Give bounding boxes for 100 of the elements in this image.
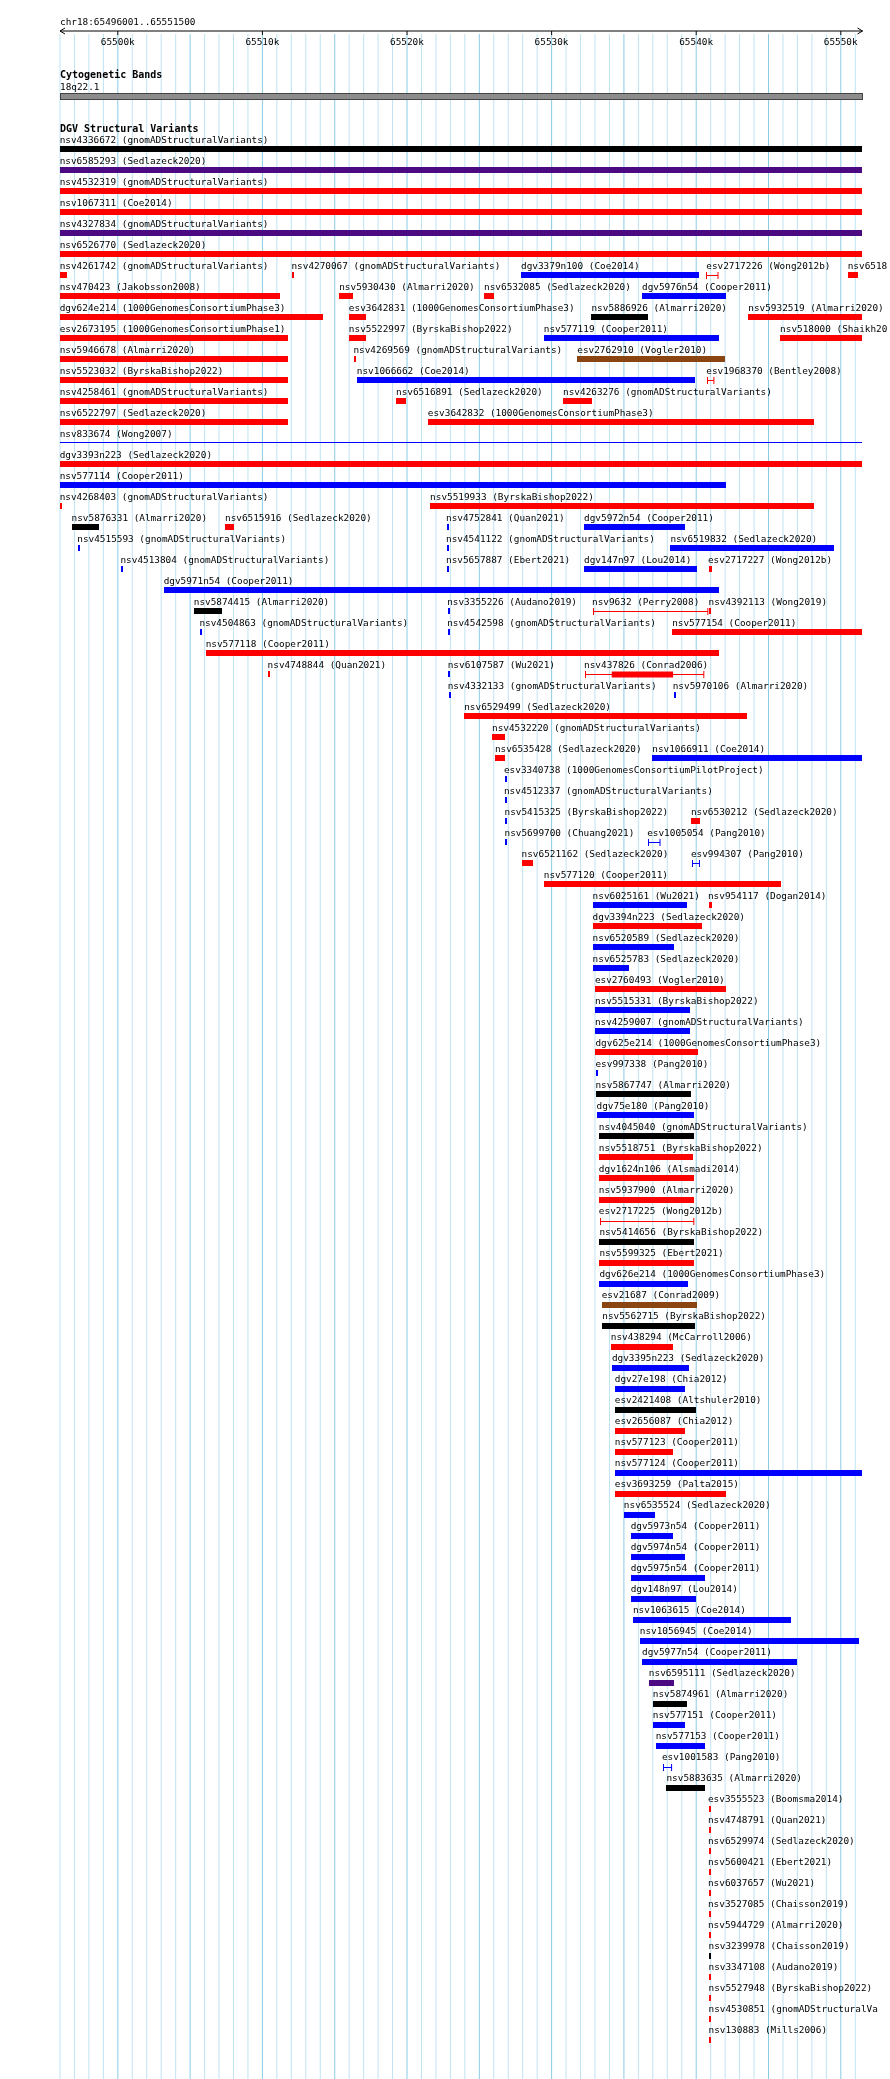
variant-label: nsv4748791 (Quan2021)	[707, 1814, 827, 1826]
variant-label: nsv3239978 (Chaisson2019)	[708, 1940, 850, 1952]
variant-label: nsv4269569 (gnomADStructuralVariants)	[353, 343, 563, 355]
variant-label: nsv6519832 (Sedlazeck2020)	[670, 532, 818, 544]
variant-label: nsv5523032 (ByrskaBishop2022)	[59, 364, 224, 376]
variant-label: dgv75e180 (Pang2010)	[596, 1099, 710, 1111]
variant-label: esv2717226 (Wong2012b)	[706, 259, 831, 271]
variant-label: nsv4752841 (Quan2021)	[446, 511, 565, 523]
variant-label: nsv6516891 (Sedlazeck2020)	[396, 385, 543, 397]
variant-label: nsv5562715 (ByrskaBishop2022)	[602, 1310, 766, 1322]
variant-label: nsv6037657 (Wu2021)	[707, 1877, 816, 1889]
variant-label: dgv5971n54 (Cooper2011)	[163, 574, 294, 586]
variant-label: esv1005054 (Pang2010)	[647, 826, 766, 838]
variant-label: nsv4268403 (gnomADStructuralVariants)	[59, 490, 269, 502]
variant-label: nsv5699700 (Chuang2021)	[504, 826, 635, 838]
variant-label: nsv5657887 (Ebert2021)	[446, 553, 571, 565]
band-label: 18q22.1	[60, 80, 100, 92]
variant-label: dgv148n97 (Lou2014)	[630, 1583, 738, 1595]
variant-label: nsv130883 (Mills2006)	[708, 2024, 828, 2036]
coordinate-label: chr18:65496001..65551500	[60, 15, 196, 27]
variant-label: esv2762910 (Vogler2010)	[577, 343, 708, 355]
variant-label: nsv577123 (Cooper2011)	[614, 1436, 739, 1448]
variant-label: nsv1063615 (Coe2014)	[632, 1604, 746, 1616]
variant-label: nsv5883635 (Almarri2020)	[666, 1772, 802, 1784]
variant-label: esv3642831 (1000GenomesConsortiumPhase3)	[348, 301, 575, 313]
variant-label: nsv577120 (Cooper2011)	[543, 868, 668, 880]
variant-label: nsv5522997 (ByrskaBishop2022)	[348, 322, 513, 334]
variant-label: nsv6585293 (Sedlazeck2020)	[59, 154, 207, 166]
variant-label: nsv5518751 (ByrskaBishop2022)	[598, 1141, 763, 1153]
variant-label: nsv4542598 (gnomADStructuralVariants)	[447, 616, 656, 628]
variant-label: nsv4392113 (Wong2019)	[708, 595, 828, 607]
variant-label: nsv577114 (Cooper2011)	[59, 469, 184, 481]
variant-label: nsv6529974 (Sedlazeck2020)	[707, 1835, 855, 1847]
variant-label: dgv3395n223 (Sedlazeck2020)	[611, 1352, 765, 1364]
variant-label: dgv5972n54 (Cooper2011)	[584, 511, 714, 523]
variant-label: esv3555523 (Boomsma2014)	[707, 1793, 844, 1805]
variant-label: nsv577151 (Cooper2011)	[652, 1709, 777, 1721]
variant-label: esv3642832 (1000GenomesConsortiumPhase3)	[427, 406, 654, 418]
variant-label: nsv4263276 (gnomADStructuralVariants)	[563, 385, 772, 397]
variant-label: nsv577119 (Cooper2011)	[543, 322, 668, 334]
variant-label: nsv5874415 (Almarri2020)	[193, 595, 330, 607]
variant-label: dgv5977n54 (Cooper2011)	[642, 1646, 772, 1658]
variant-label: nsv4258461 (gnomADStructuralVariants)	[59, 385, 269, 397]
variant-label: nsv5519933 (ByrskaBishop2022)	[430, 490, 594, 502]
variant-label: nsv4532220 (gnomADStructuralVariants)	[492, 721, 701, 733]
tick-label: 65520k	[390, 35, 424, 47]
variant-label: nsv6535428 (Sedlazeck2020)	[494, 742, 642, 754]
variant-label: nsv5599325 (Ebert2021)	[599, 1247, 724, 1258]
variant-label: dgv3379n100 (Coe2014)	[521, 259, 640, 271]
variant-label: nsv4327834 (gnomADStructuralVariants)	[59, 217, 269, 229]
variant-label: dgv147n97 (Lou2014)	[584, 553, 692, 565]
variant-label: nsv5874961 (Almarri2020)	[652, 1688, 789, 1700]
variant-label: nsv6518	[847, 259, 888, 271]
variant-label: nsv5930430 (Almarri2020)	[339, 280, 475, 292]
variant-label: dgv27e198 (Chia2012)	[614, 1373, 728, 1385]
tick-label: 65540k	[679, 35, 714, 47]
variant-label: nsv4513804 (gnomADStructuralVariants)	[120, 553, 330, 565]
variant-label: dgv624e214 (1000GenomesConsortiumPhase3)	[59, 301, 286, 313]
variant-label: esv3693259 (Palta2015)	[614, 1478, 739, 1490]
variant-label: nsv5527948 (ByrskaBishop2022)	[708, 1982, 873, 1994]
variant-label: nsv4515593 (gnomADStructuralVariants)	[77, 532, 287, 544]
variant-label: nsv5937900 (Almarri2020)	[598, 1184, 735, 1195]
variant-label: nsv577153 (Cooper2011)	[655, 1730, 780, 1742]
variant-label: nsv6526770 (Sedlazeck2020)	[59, 238, 207, 250]
variant-label: nsv1056945 (Coe2014)	[639, 1625, 753, 1637]
variant-label: esv2760493 (Vogler2010)	[594, 973, 725, 985]
variant-label: nsv1066911 (Coe2014)	[652, 742, 766, 754]
tick-label: 65500k	[100, 35, 135, 47]
variant-label: nsv437826 (Conrad2006)	[584, 658, 709, 670]
variant-label: nsv9632 (Perry2008)	[592, 595, 700, 607]
variant-label: esv997338 (Pang2010)	[595, 1057, 709, 1069]
variant-label: nsv4541122 (gnomADStructuralVariants)	[446, 532, 655, 544]
variant-label: esv1001583 (Pang2010)	[661, 1751, 781, 1763]
variant-label: nsv4336672 (gnomADStructuralVariants)	[59, 133, 269, 145]
variant-label: nsv6529499 (Sedlazeck2020)	[464, 700, 611, 712]
variant-label: nsv1067311 (Coe2014)	[59, 196, 173, 208]
variant-label: nsv6521162 (Sedlazeck2020)	[521, 847, 669, 859]
variant-label: dgv3393n223 (Sedlazeck2020)	[59, 448, 213, 460]
variant-label: nsv577154 (Cooper2011)	[672, 616, 797, 628]
variant-label: nsv5944729 (Almarri2020)	[707, 1919, 844, 1931]
variant-label: nsv4530851 (gnomADStructuralVa	[708, 2003, 878, 2015]
variant-label: nsv6520589 (Sedlazeck2020)	[592, 931, 740, 943]
variant-label: esv2717227 (Wong2012b)	[707, 553, 833, 565]
variant-label: nsv6525783 (Sedlazeck2020)	[592, 952, 740, 964]
variant-label: esv2673195 (1000GenomesConsortiumPhase1)	[59, 322, 286, 334]
variant-label: nsv6595111 (Sedlazeck2020)	[648, 1667, 796, 1679]
variant-label: nsv3347108 (Audano2019)	[708, 1961, 839, 1973]
variant-label: nsv5970106 (Almarri2020)	[672, 679, 809, 691]
tick-label: 65530k	[534, 35, 569, 47]
variant-label: esv2656087 (Chia2012)	[614, 1415, 734, 1427]
variant-label: nsv3355226 (Audano2019)	[447, 595, 577, 607]
tick-label: 65510k	[245, 35, 280, 47]
variant-label: nsv438294 (McCarroll2006)	[610, 1331, 752, 1343]
variant-label: nsv5946678 (Almarri2020)	[59, 343, 196, 355]
variant-label: esv1968370 (Bentley2008)	[706, 364, 842, 376]
variant-label: esv2421408 (Altshuler2010)	[614, 1394, 762, 1406]
variant-label: nsv518000 (Shaikh20	[780, 322, 888, 334]
variant-label: nsv5932519 (Almarri2020)	[748, 301, 884, 313]
variant-label: nsv4270067 (gnomADStructuralVariants)	[291, 259, 501, 271]
variant-label: nsv577118 (Cooper2011)	[205, 637, 330, 649]
